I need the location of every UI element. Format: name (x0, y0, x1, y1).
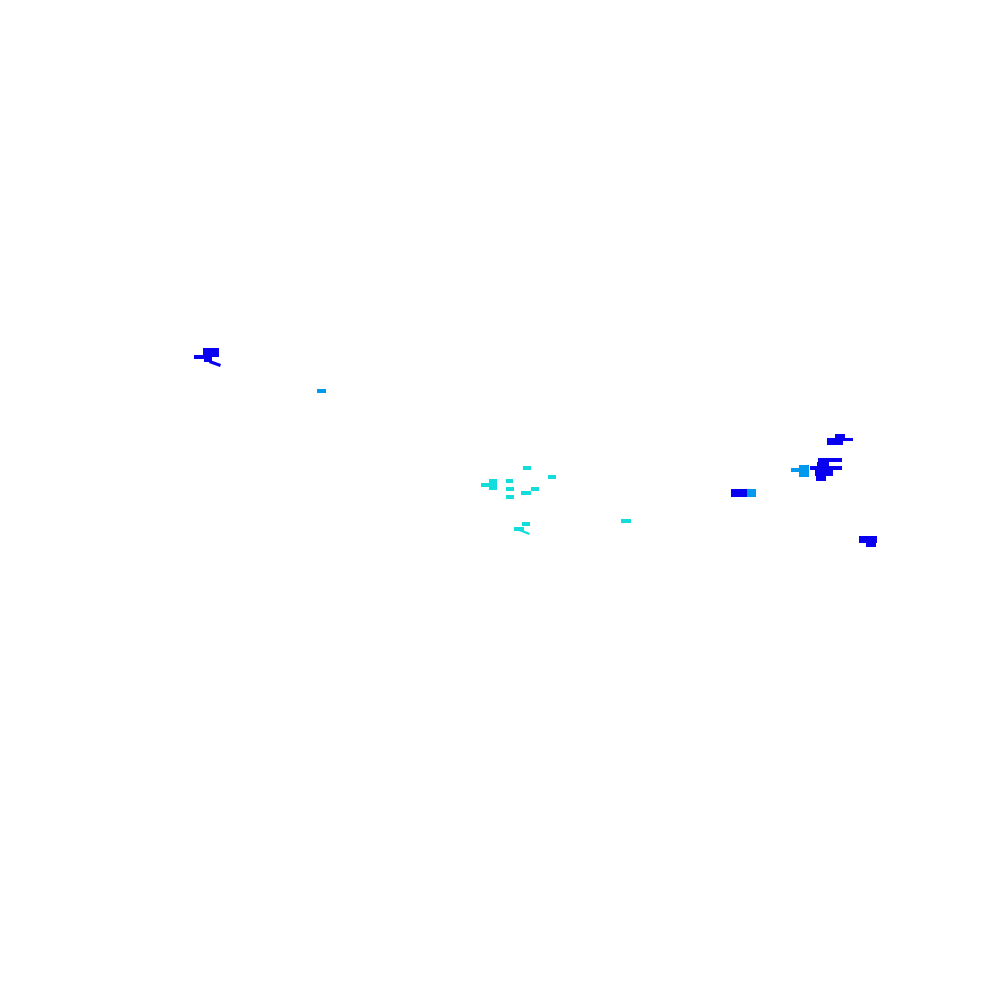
east-blue-cluster (791, 434, 853, 481)
southeast-blue-mark-shape (866, 542, 876, 547)
east-blue-bar (731, 489, 756, 497)
west-blue-cluster-shape (209, 360, 221, 367)
east-blue-cluster-shape (810, 466, 842, 470)
west-azure-mark (317, 389, 326, 393)
southeast-blue-mark-shape (859, 536, 877, 543)
center-cyan-cluster-shape (523, 466, 531, 470)
east-blue-cluster-shape (835, 434, 845, 440)
center-cyan-cluster-shape (521, 491, 531, 495)
center-cyan-cluster-shape (489, 479, 497, 490)
west-azure-mark-shape (317, 389, 326, 393)
southeast-blue-mark (859, 536, 877, 547)
center-cyan-cluster-shape (514, 527, 524, 531)
west-blue-cluster-shape (204, 356, 212, 362)
east-blue-cluster-shape (816, 476, 826, 481)
west-blue-cluster-shape (194, 355, 208, 359)
east-blue-bar-shape (747, 489, 756, 497)
center-cyan-cluster-shape (531, 487, 539, 491)
center-cyan-cluster-shape (506, 487, 514, 491)
east-blue-cluster-shape (841, 438, 853, 441)
center-cyan-cluster-shape (481, 483, 489, 487)
center-cyan-cluster-shape (506, 495, 514, 499)
east-blue-cluster-shape (791, 468, 801, 472)
center-cyan-cluster (481, 466, 556, 535)
east-blue-cluster-shape (799, 465, 809, 477)
west-blue-cluster (194, 348, 221, 367)
east-blue-bar-shape (731, 489, 749, 497)
center-cyan-lone-mark-shape (621, 519, 631, 523)
east-blue-cluster-shape (815, 470, 833, 476)
center-cyan-lone-mark (621, 519, 631, 523)
east-blue-cluster-shape (818, 458, 842, 462)
center-cyan-cluster-shape (506, 479, 513, 483)
center-cyan-cluster-shape (522, 522, 530, 526)
center-cyan-cluster-shape (548, 475, 556, 479)
east-blue-cluster-shape (827, 438, 843, 445)
center-cyan-cluster-shape (519, 529, 530, 535)
west-blue-cluster-shape (203, 348, 219, 357)
